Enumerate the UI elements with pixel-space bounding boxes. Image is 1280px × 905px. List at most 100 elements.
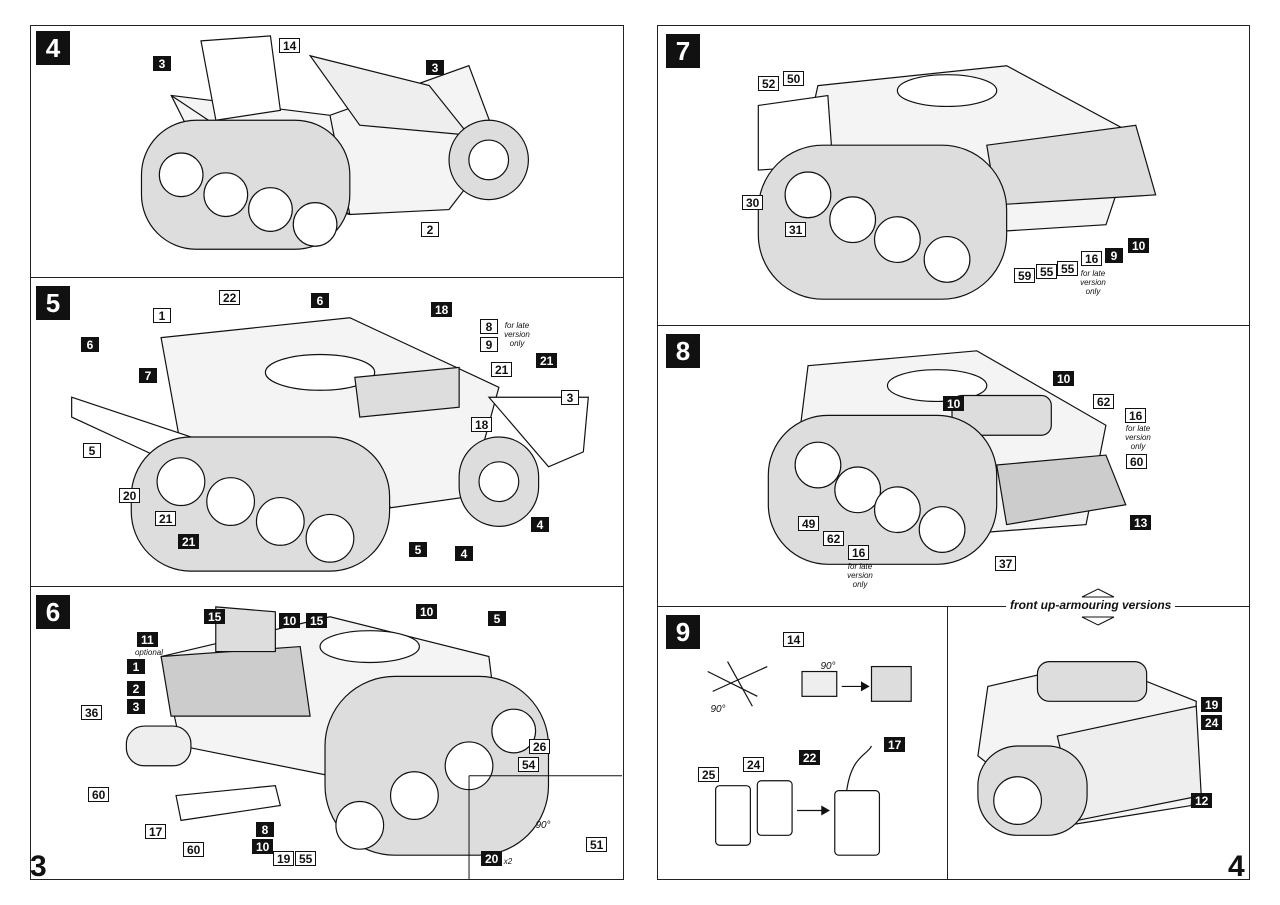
quantity-note: x2 [503, 857, 513, 866]
part-label: 55 [295, 851, 317, 866]
part-label: 9 [1105, 248, 1123, 263]
step-9-panel: 9 14 90° 90° 25 24 22 17 [657, 606, 948, 880]
part-label: 2 [421, 222, 439, 237]
part-label: 60 [88, 787, 110, 802]
part-label: 5 [488, 611, 506, 626]
part-label: 30 [742, 195, 764, 210]
part-label: 5 [409, 542, 427, 557]
late-version-note: for late version only [847, 562, 873, 589]
part-label: 3 [127, 699, 145, 714]
part-label: 6 [81, 337, 99, 352]
front-armour-illustration [767, 350, 1127, 565]
part-label: 21 [178, 534, 200, 549]
step-7-badge: 7 [666, 34, 700, 68]
part-label: 60 [183, 842, 205, 857]
step-5-panel: 5 22 6 1 18 8 for late version only 9 6 … [30, 277, 624, 587]
part-label: 8 [256, 822, 274, 837]
part-label: 21 [536, 353, 558, 368]
part-label: 22 [799, 750, 821, 765]
part-label: 26 [529, 739, 551, 754]
part-label: 5 [83, 443, 101, 458]
angle-note: 90° [710, 704, 726, 715]
part-label: 10 [1128, 238, 1150, 253]
part-label: 3 [153, 56, 171, 71]
page-number-left: 3 [30, 850, 47, 883]
part-label: 10 [1053, 371, 1075, 386]
part-label: 3 [426, 60, 444, 75]
part-label: 4 [531, 517, 549, 532]
part-label: 12 [1191, 793, 1213, 808]
part-label: 4 [455, 546, 473, 561]
part-label: 37 [995, 556, 1017, 571]
hull-rear-view-illustration [757, 65, 1157, 300]
part-label: 24 [743, 757, 765, 772]
step-4-panel: 4 3 14 3 2 [30, 25, 624, 278]
step-7-panel: 7 52 50 30 31 16 for late version only 9… [657, 25, 1250, 326]
part-label: 16 [1081, 251, 1103, 266]
part-label: 1 [153, 308, 171, 323]
part-label: 15 [306, 613, 328, 628]
part-label: 16 [848, 545, 870, 560]
part-label: 25 [698, 767, 720, 782]
part-label: 36 [81, 705, 103, 720]
page-number-right: 4 [1228, 850, 1245, 883]
part-label: 19 [1201, 697, 1223, 712]
part-label: 10 [252, 839, 274, 854]
part-label: 6 [311, 293, 329, 308]
step-8-panel: 8 10 10 62 16 for late version only 60 1… [657, 325, 1250, 607]
part-label: 10 [416, 604, 438, 619]
late-version-note: for late version only [1080, 269, 1106, 296]
part-label: 22 [219, 290, 241, 305]
rear-hull-assembly-illustration [125, 606, 622, 879]
part-label: 2 [127, 681, 145, 696]
part-label: 17 [145, 824, 167, 839]
part-label: 8 [480, 319, 498, 334]
part-label: 52 [758, 76, 780, 91]
part-label: 21 [491, 362, 513, 377]
part-label: 31 [785, 222, 807, 237]
step-9-badge: 9 [666, 615, 700, 649]
step-5-badge: 5 [36, 286, 70, 320]
part-label: 49 [798, 516, 820, 531]
part-label: 24 [1201, 715, 1223, 730]
part-label: 7 [139, 368, 157, 383]
step-6-panel: 6 15 10 15 10 5 11 optional 1 2 3 36 60 … [30, 586, 624, 880]
up-armoured-front-illustration [977, 660, 1202, 836]
part-label: 62 [1093, 394, 1115, 409]
part-label: 14 [783, 632, 805, 647]
part-label: 15 [204, 609, 226, 624]
part-label: 20 [481, 851, 503, 866]
part-label: 51 [586, 837, 608, 852]
part-label: 55 [1036, 264, 1058, 279]
angle-note: 90° [820, 661, 836, 672]
late-version-note: for late version only [1125, 424, 1151, 451]
part-label: 9 [480, 337, 498, 352]
part-label: 59 [1014, 268, 1036, 283]
angle-note: 90° [535, 820, 551, 831]
part-label: 54 [518, 757, 540, 772]
part-label: 18 [471, 417, 493, 432]
double-arrow-icon [1081, 588, 1115, 626]
part-label: 1 [127, 659, 145, 674]
jerrycan-rack-illustration [707, 661, 912, 856]
step-8-badge: 8 [666, 334, 700, 368]
part-label: 3 [561, 390, 579, 405]
part-label: 62 [823, 531, 845, 546]
part-label: 21 [155, 511, 177, 526]
part-label: 10 [279, 613, 301, 628]
part-label: 50 [783, 71, 805, 86]
part-label: 60 [1126, 454, 1148, 469]
part-label: 11 [137, 632, 158, 647]
part-label: 10 [943, 396, 965, 411]
optional-note: optional [134, 648, 164, 657]
part-label: 55 [1057, 261, 1079, 276]
up-armour-variant-panel: 19 24 12 [947, 606, 1250, 880]
part-label: 16 [1125, 408, 1147, 423]
part-label: 18 [431, 302, 453, 317]
step-6-badge: 6 [36, 595, 70, 629]
part-label: 20 [119, 488, 141, 503]
late-version-note: for late version only [504, 321, 530, 348]
step-4-badge: 4 [36, 31, 70, 65]
hull-chassis-illustration [140, 35, 529, 250]
part-label: 14 [279, 38, 301, 53]
